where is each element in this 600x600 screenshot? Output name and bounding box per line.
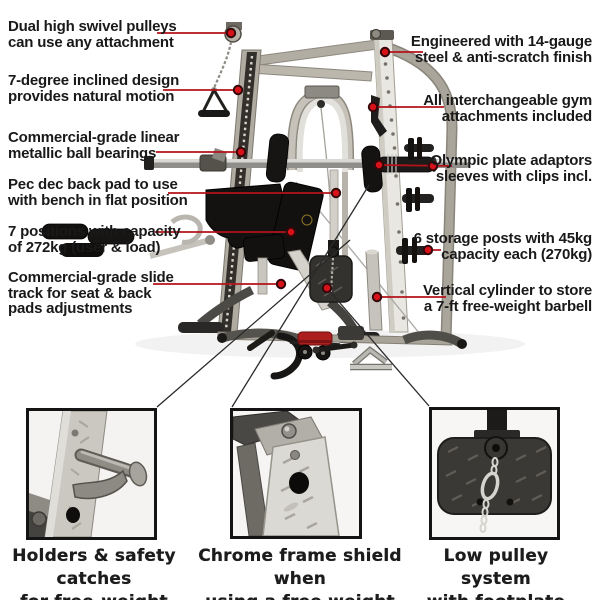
callout-line: can use any attachment — [8, 33, 174, 51]
callout-line: provides natural motion — [8, 87, 175, 105]
inset-holders-safety-catches — [26, 408, 157, 540]
callout-olympic-adaptors: Olympic plate adaptors sleeves with clip… — [430, 152, 593, 185]
callout-inclined-design: 7-degree inclined design provides natura… — [8, 73, 179, 104]
olympic-sleeve-icon — [377, 154, 437, 174]
chain-carabiner-icon — [479, 457, 500, 533]
right-tower — [370, 28, 409, 333]
callout-line: attachments included — [441, 107, 592, 125]
safety-catch-icon — [72, 469, 128, 500]
callout-14-gauge-steel: Engineered with 14-gauge steel & anti-sc… — [411, 34, 592, 65]
barbell-storage-cylinder — [365, 249, 383, 331]
callout-line: a 7-ft free-weight barbell — [423, 297, 592, 315]
callout-line: Commercial-grade linear — [8, 129, 180, 146]
v-row-handle-icon — [350, 346, 392, 371]
callout-line: capacity each (270kg) — [441, 245, 592, 263]
callout-line: Commercial-grade slide — [8, 269, 174, 286]
caption-line: Holders & safety catches — [12, 546, 176, 589]
leg-developer — [41, 214, 215, 259]
inset-caption-low-pulley: Low pulley system with footplate — [406, 545, 586, 600]
inset-low-pulley-footplate — [429, 407, 560, 540]
inset-leader-lines — [156, 184, 430, 408]
callout-line: Pec dec back pad to use — [8, 176, 178, 193]
callout-line: Vertical cylinder to store — [422, 282, 592, 299]
callout-line: metallic ball bearings — [8, 144, 157, 162]
caption-line: with footplate — [406, 591, 586, 600]
inset-chrome-frame-shield — [230, 408, 362, 539]
callout-7-positions: 7 positions with capacity of 272kg (user… — [8, 224, 181, 255]
callout-leader-lines — [153, 32, 453, 298]
callout-dots — [225, 27, 439, 303]
chrome-shield-icon — [262, 436, 340, 536]
callout-line: sleeves with clips incl. — [435, 167, 592, 185]
callout-storage-posts: 6 storage posts with 45kg capacity each … — [413, 230, 593, 263]
low-pulley-icon — [484, 436, 508, 460]
caption-line: Low pulley system — [443, 546, 549, 589]
callout-dual-high-swivel-pulleys: Dual high swivel pulleys can use any att… — [8, 19, 177, 50]
callout-line: Engineered with 14-gauge — [410, 33, 592, 50]
callout-line: steel & anti-scratch finish — [414, 48, 592, 66]
callout-line: 7-degree inclined design — [8, 72, 180, 89]
pec-dec-pads — [265, 133, 383, 193]
inset-caption-holders: Holders & safety catches for free-weight… — [2, 545, 186, 600]
top-pulley-right-icon — [370, 28, 382, 40]
weight-storage-pegs — [396, 137, 434, 264]
callout-line: with bench in flat position — [8, 191, 188, 209]
chain-and-handle-icon — [198, 41, 233, 117]
callout-line: 6 storage posts with 45kg — [413, 230, 593, 247]
inset-caption-chrome-shield: Chrome frame shield when using a free we… — [196, 545, 404, 600]
callout-line: All interchangeable gym — [423, 92, 592, 109]
callout-line: pads adjustments — [8, 300, 133, 317]
callout-pec-dec-back-pad: Pec dec back pad to use with bench in fl… — [8, 177, 188, 208]
caption-line: using a free weight bar — [196, 591, 404, 600]
callout-vertical-cylinder: Vertical cylinder to store a 7-ft free-w… — [423, 283, 592, 314]
caption-line: Chrome frame shield when — [198, 546, 402, 589]
callout-ball-bearings: Commercial-grade linear metallic ball be… — [8, 129, 180, 162]
callout-line: 7 positions with capacity — [8, 223, 181, 240]
callout-slide-track: Commercial-grade slide track for seat & … — [8, 270, 174, 317]
floor-accessories — [247, 330, 392, 380]
callout-line: Dual high swivel pulleys — [8, 18, 177, 35]
callout-line: track for seat & back — [8, 284, 152, 302]
callout-attachments-included: All interchangeable gym attachments incl… — [423, 93, 592, 124]
caption-line: for free-weight barbell — [2, 591, 186, 600]
callout-line: of 272kg (user & load) — [8, 238, 161, 256]
barbell-holder-peg-icon — [74, 448, 148, 487]
callout-line: Olympic plate adaptors — [430, 152, 593, 169]
